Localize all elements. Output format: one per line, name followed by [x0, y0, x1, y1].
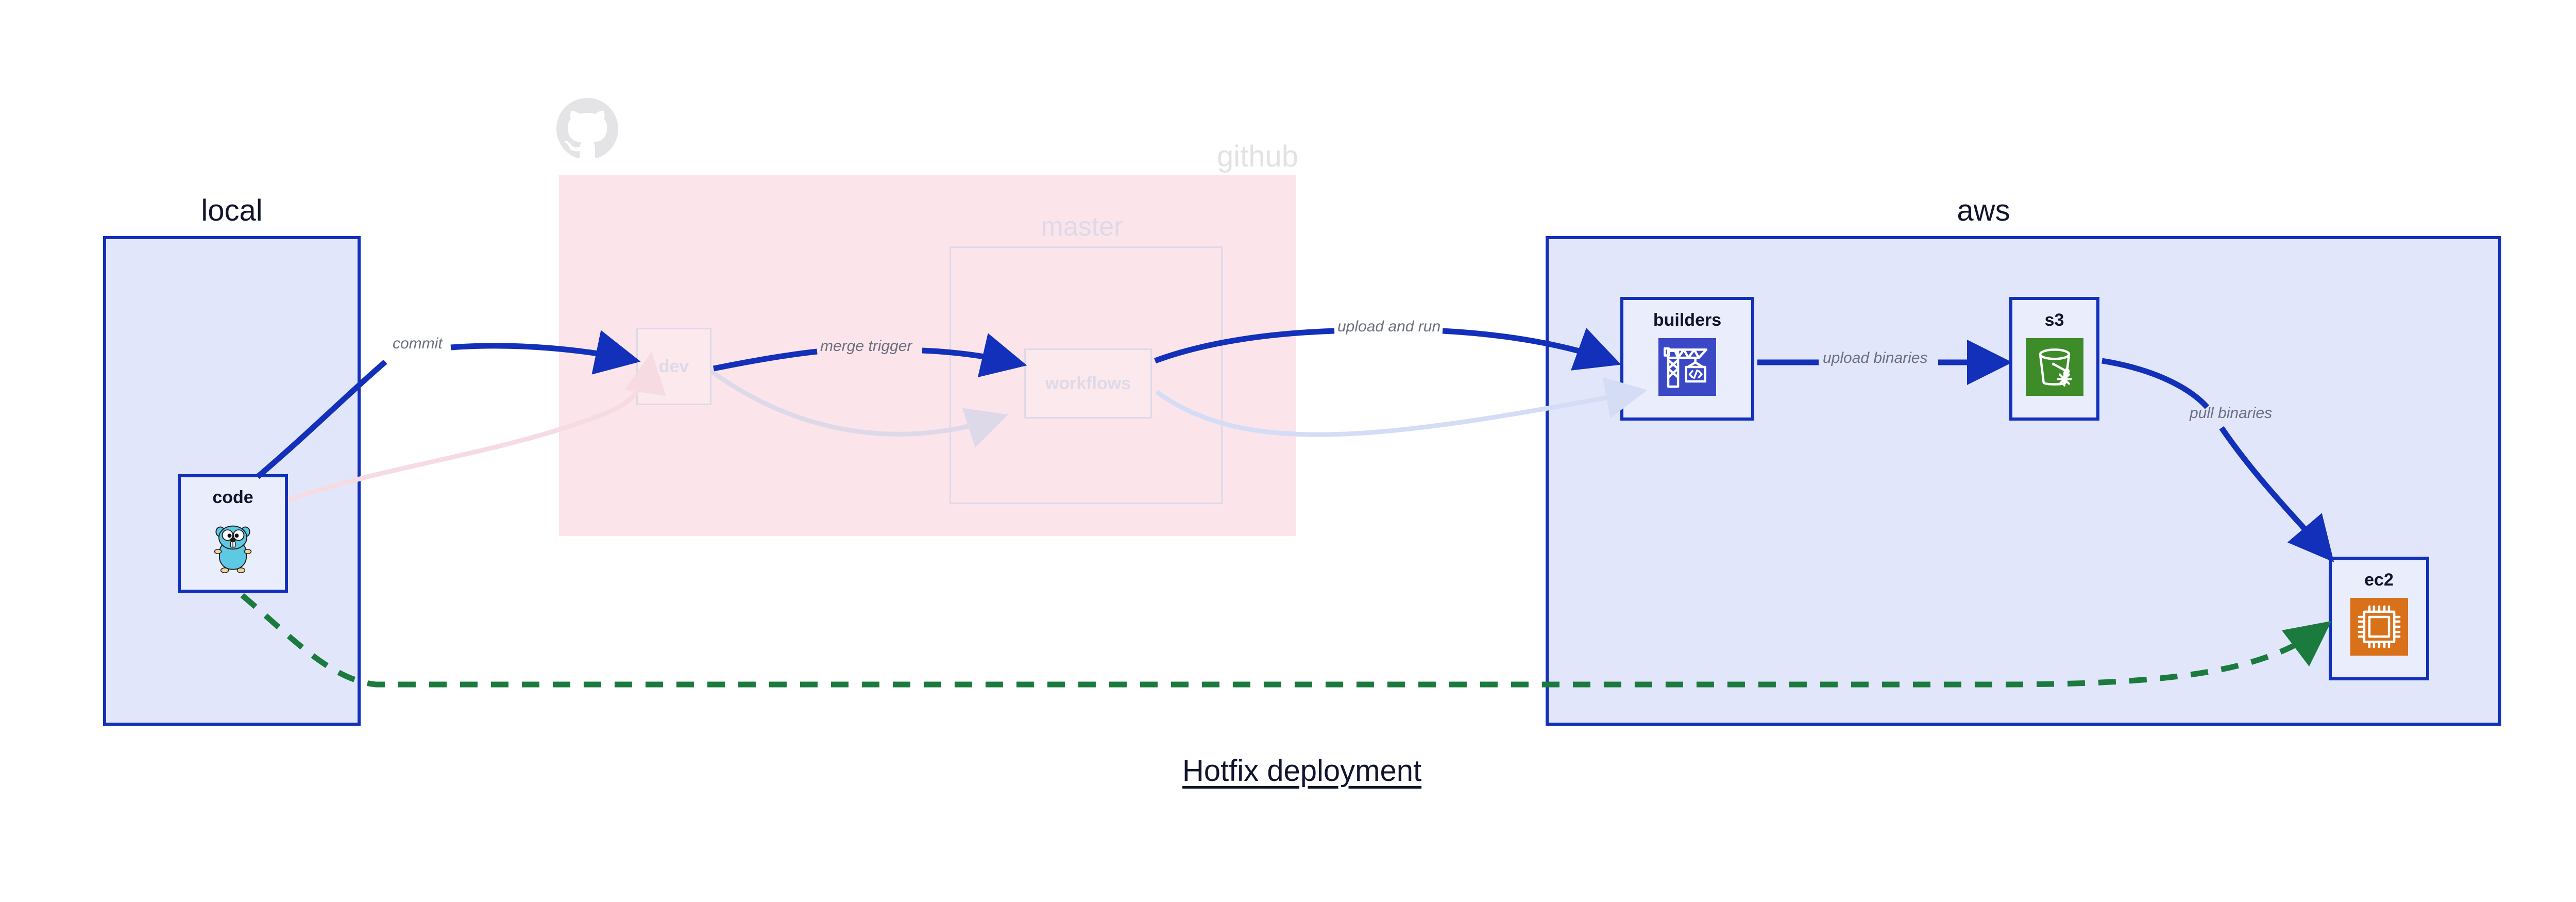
group-label-aws: aws: [1957, 194, 2010, 227]
node-workflows[interactable]: workflows: [1024, 348, 1152, 419]
aws-crane-build-icon: [1658, 338, 1716, 396]
node-title-ec2: ec2: [2364, 570, 2394, 590]
node-ec2[interactable]: ec2: [2329, 557, 2429, 680]
edge-label-commit: commit: [393, 335, 443, 352]
go-gopher-icon: [214, 525, 252, 573]
github-octocat-icon: [556, 98, 618, 159]
aws-s3-bucket-icon: [2025, 338, 2083, 396]
edge-label-pull-binaries: pull binaries: [2190, 405, 2273, 422]
edge-label-upload-binaries: upload binaries: [1823, 349, 1928, 366]
aws-ec2-chip-icon: [2350, 598, 2408, 656]
edge-label-upload-and-run: upload and run: [1337, 318, 1441, 335]
diagram-caption: Hotfix deployment: [1182, 754, 1422, 788]
node-title-workflows: workflows: [1045, 374, 1131, 393]
node-code[interactable]: code: [178, 474, 288, 593]
group-label-local: local: [201, 194, 263, 227]
group-label-github: github: [1216, 140, 1298, 173]
node-title-code: code: [212, 488, 253, 507]
node-title-builders: builders: [1653, 310, 1722, 330]
edge-label-merge-trigger: merge trigger: [820, 338, 912, 355]
node-title-s3: s3: [2044, 310, 2064, 330]
subgroup-label-master: master: [1041, 212, 1123, 242]
